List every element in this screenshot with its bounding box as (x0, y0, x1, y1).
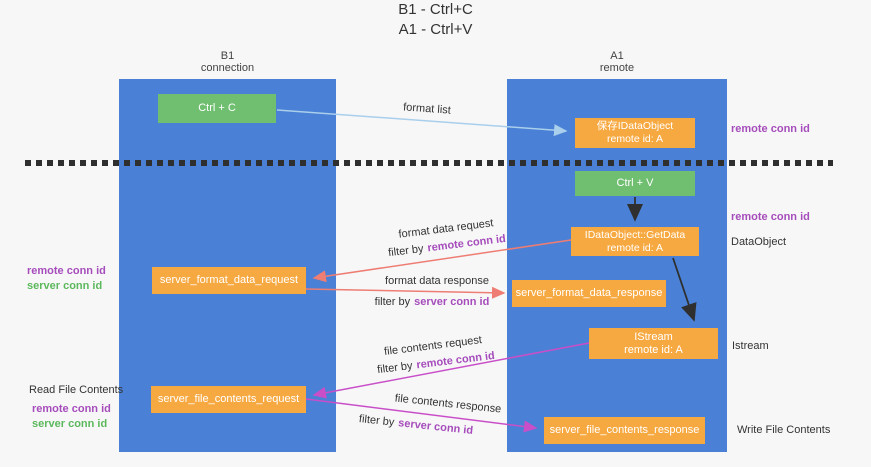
read-file-contents-label: Read File Contents (29, 384, 124, 396)
istream-side-label: Istream (732, 340, 769, 352)
server-file-contents-response-label: server_file_contents_response (549, 424, 700, 436)
getdata-line2: remote id: A (606, 241, 664, 254)
save-dataobject-line1: 保存IDataObject (596, 120, 674, 132)
format-list-label: format list (402, 101, 452, 117)
remote-conn-id-label-left-2: remote conn id (32, 403, 111, 415)
title-line-2: A1 - Ctrl+V (398, 21, 473, 38)
getdata-line1: IDataObject::GetData (584, 228, 686, 241)
lane-header-left: B1 connection (119, 50, 336, 74)
lane-right-name: A1 (610, 50, 624, 62)
remote-conn-id-text: remote conn id (426, 232, 507, 255)
remote-conn-id-label-right-2: remote conn id (731, 211, 810, 223)
dataobject-label: DataObject (731, 236, 787, 248)
server-conn-id-text: server conn id (397, 417, 474, 437)
filter-by-text: filter by (376, 359, 414, 377)
lane-left-name: B1 (220, 50, 235, 62)
write-file-contents-label: Write File Contents (737, 424, 831, 436)
server-format-data-response-label: server_format_data_response (515, 287, 663, 299)
istream-line2: remote id: A (624, 343, 683, 356)
remote-conn-id-label-right-1: remote conn id (731, 123, 810, 135)
server-format-data-request-label: server_format_data_request (159, 274, 299, 286)
save-dataobject-box: 保存IDataObject remote id: A (575, 118, 695, 148)
ctrl-c-box: Ctrl + C (158, 94, 276, 123)
left-conn-id-block-2: remote conn id server conn id (32, 402, 111, 432)
title-line-1: B1 - Ctrl+C (398, 1, 473, 18)
server-conn-id-label-left-1: server conn id (27, 280, 103, 292)
remote-conn-id-text: remote conn id (415, 349, 496, 372)
lane-left-role: connection (200, 62, 255, 74)
left-conn-id-block-1: remote conn id server conn id (27, 264, 106, 294)
server-file-contents-request-label: server_file_contents_request (157, 393, 300, 405)
save-dataobject-line2: remote id: A (606, 133, 664, 145)
istream-box: IStream remote id: A (589, 328, 718, 359)
dashed-separator (25, 160, 833, 166)
format-data-response-label: format data response (385, 275, 489, 287)
ctrl-v-label: Ctrl + V (616, 177, 654, 189)
lane-right-role: remote (599, 62, 635, 74)
filter-by-text: filter by (358, 413, 395, 429)
server-file-contents-request-box: server_file_contents_request (151, 386, 306, 413)
lane-header-right: A1 remote (507, 50, 727, 74)
server-format-data-request-box: server_format_data_request (152, 267, 306, 294)
filter-by-text: filter by (387, 242, 425, 260)
server-format-data-response-box: server_format_data_response (512, 280, 666, 307)
server-conn-id-label-left-2: server conn id (32, 418, 108, 430)
filter-by-text: filter by (374, 296, 411, 308)
file-contents-response-label: file contents response (394, 392, 502, 416)
ctrl-c-label: Ctrl + C (198, 102, 236, 114)
server-file-contents-response-box: server_file_contents_response (544, 417, 705, 444)
server-conn-id-text: server conn id (414, 296, 490, 308)
diagram-title: B1 - Ctrl+C A1 - Ctrl+V (0, 0, 871, 40)
istream-line1: IStream (634, 330, 673, 343)
ctrl-v-box: Ctrl + V (575, 171, 695, 196)
remote-conn-id-label-left-1: remote conn id (27, 265, 106, 277)
getdata-box: IDataObject::GetData remote id: A (571, 227, 699, 256)
